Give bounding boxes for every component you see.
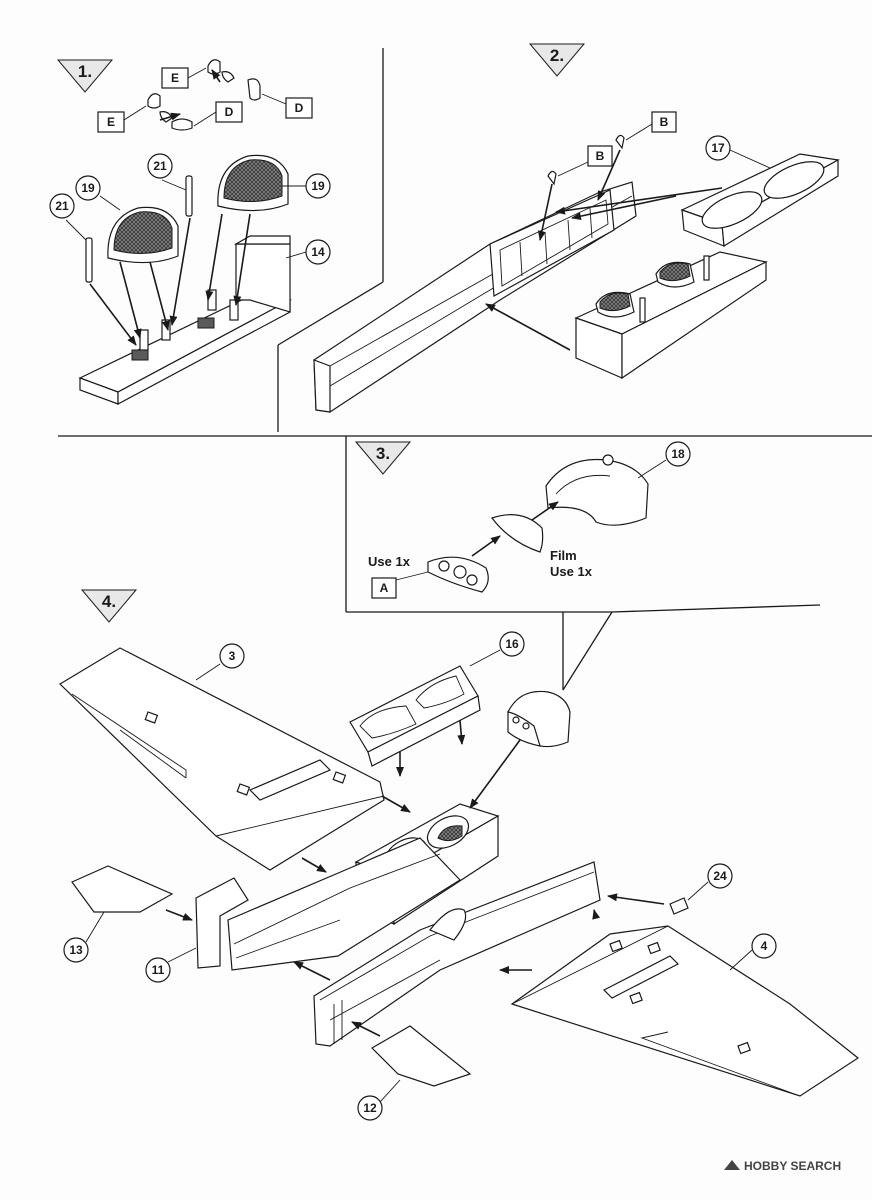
watermark-text: HOBBY SEARCH [744,1159,841,1173]
fuselage-left-half [227,837,461,971]
step-number: 1. [78,62,92,81]
fuselage-right-half [313,861,601,1047]
step-2-callouts: B B 17 [557,111,771,177]
step-badge-4: 4. [80,589,138,623]
windscreen-film [491,514,544,553]
svg-text:B: B [596,149,605,163]
step-badge-3: 3. [354,441,412,475]
part-b-a [547,170,557,186]
pin-21-a [85,237,93,283]
callout-box [161,67,189,89]
svg-text:D: D [295,101,304,115]
watermark: HOBBY SEARCH [724,1159,841,1173]
svg-text:E: E [171,71,179,85]
part-b-b [615,134,625,150]
step-3-callouts: Use 1x A Film Use 1x 18 [368,441,691,599]
step-4-parts [59,647,860,1097]
right-wing-4 [510,925,860,1097]
hobby-search-logo-icon [724,1160,740,1170]
part-e-left [147,93,173,123]
svg-text:13: 13 [69,943,83,957]
seat-19-left [107,206,179,264]
part-d-mid [171,118,193,131]
part-24 [669,897,689,915]
seat-19-right [217,154,289,212]
svg-text:4: 4 [761,939,768,953]
coaming-18 [545,454,649,526]
svg-text:11: 11 [152,963,165,977]
canopy-frame-16 [349,665,481,767]
panel-17 [680,153,840,248]
svg-text:24: 24 [713,869,727,883]
step-number: 3. [376,444,390,463]
step-1-parts [78,59,293,406]
stabilizer-13 [71,865,174,913]
peg [139,329,149,351]
svg-text:17: 17 [711,141,725,155]
svg-text:B: B [660,115,669,129]
svg-text:14: 14 [311,245,325,259]
left-wing-3 [59,647,385,871]
svg-text:21: 21 [153,159,167,173]
part-d-top [247,78,261,101]
step-2-parts [313,134,840,413]
pin-21-b [185,175,193,217]
step-badge-1: 1. [56,59,114,93]
svg-text:16: 16 [505,637,519,651]
coaming-assembly [507,690,571,748]
step-number: 2. [550,46,564,65]
use-1x-note-left: Use 1x [368,554,411,569]
step-1-callouts: E E D D 21 21 19 19 14 [49,67,331,265]
step-number: 4. [102,592,116,611]
use-1x-note-right: Use 1x [550,564,593,579]
svg-text:D: D [225,105,234,119]
step-4-callouts: 3 16 24 4 13 11 12 [63,631,777,1121]
svg-text:18: 18 [671,447,685,461]
svg-text:12: 12 [363,1101,377,1115]
svg-text:19: 19 [81,181,95,195]
fin-11 [195,877,249,969]
step-3-parts [427,454,649,593]
svg-text:21: 21 [55,199,69,213]
floor-assembly [574,251,768,380]
svg-text:A: A [380,581,389,595]
section-dividers [58,48,872,691]
stabilizer-12 [371,1025,472,1087]
film-note: Film [550,548,577,563]
svg-text:3: 3 [229,649,236,663]
svg-text:E: E [107,115,115,129]
cockpit-floor-14 [78,235,293,406]
svg-text:19: 19 [311,179,325,193]
instrument-panel-a [427,556,489,593]
step-badge-2: 2. [528,43,586,77]
fuselage-half-left [313,181,637,413]
